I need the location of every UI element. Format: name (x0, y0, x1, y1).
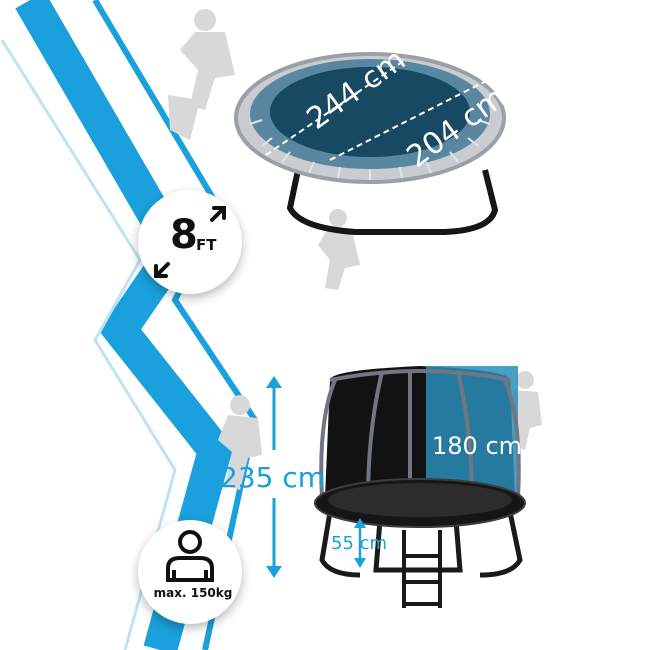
size-unit: FT (196, 236, 217, 254)
ladder (402, 530, 442, 608)
weight-badge: max. 150kg (138, 520, 242, 624)
size-badge: 8 FT (138, 190, 242, 294)
frame-height-arrow-icon (354, 518, 366, 568)
total-height-label: 235 cm (220, 461, 326, 494)
springs (249, 119, 491, 180)
trampoline-top-view (234, 52, 506, 235)
vertical-dimension-arrow-icon (266, 376, 282, 578)
expand-diagonal-icon (154, 206, 226, 278)
trampoline-with-net (314, 366, 526, 608)
frame-height-label: 55 cm (331, 533, 388, 554)
net-height-label: 180 cm (432, 432, 523, 460)
person-weight-icon (166, 530, 214, 582)
size-number: 8 (170, 212, 198, 258)
max-weight-label: max. 150kg (153, 586, 233, 600)
jumping-mat (270, 67, 470, 157)
